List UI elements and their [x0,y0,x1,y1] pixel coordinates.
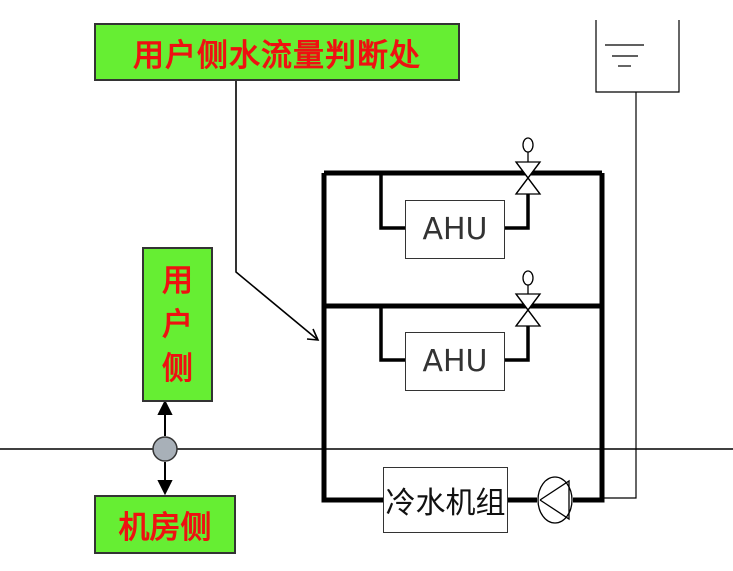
valve-icon [514,270,542,327]
chiller-unit: 冷水机组 [383,467,508,533]
valve-actuator-icon [522,270,534,286]
user-side-flow-point-label: 用户侧水流量判断处 [94,23,460,81]
ahu-unit-upper: AHU [405,200,505,259]
user-side-char-3: 侧 [162,350,193,387]
flow-sensor-icon [152,436,178,462]
user-side-label: 用 户 侧 [142,247,213,402]
valve-actuator-icon [522,137,534,153]
ahu-1-branch-pipe [379,173,530,230]
user-side-char-1: 用 [162,262,193,299]
plant-side-label: 机房侧 [94,495,236,554]
valve-icon [514,137,542,195]
main-pipe-loop [321,170,605,503]
ahu-unit-lower: AHU [405,332,505,391]
ahu-2-branch-pipe [379,306,530,362]
pump-icon [537,476,573,524]
expansion-tank-icon [595,20,680,499]
expansion-line [602,92,637,499]
callout-arrow [235,81,320,341]
direction-arrows [157,399,173,496]
user-side-char-2: 户 [162,306,193,343]
